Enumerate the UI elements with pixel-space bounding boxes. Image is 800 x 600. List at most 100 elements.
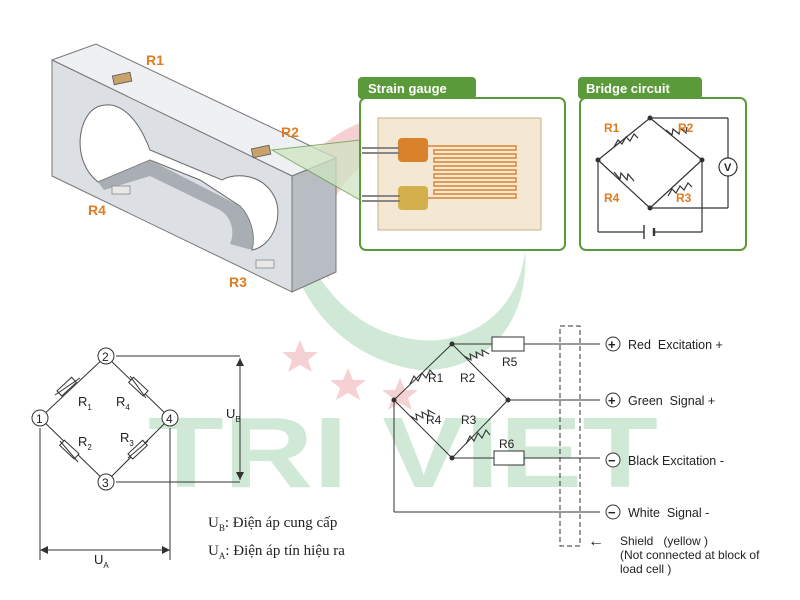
- wiring-resistor-r5: [491, 336, 525, 352]
- diamond-node-1-label: 1: [36, 412, 43, 426]
- wiring-resistor-r1: [409, 368, 435, 385]
- bridge-panel-label-r4: R4: [604, 191, 620, 205]
- diamond-resistor-r2-variable: [59, 440, 79, 463]
- wiring-node-right: [505, 397, 511, 403]
- load-cell-label-r4: R4: [88, 202, 106, 218]
- voltage-legend: UB: Điện áp cung cấp UA: Điện áp tín hiệ…: [208, 515, 345, 561]
- load-cell-hole: [79, 104, 279, 251]
- terminal-symbol: +: [608, 337, 616, 352]
- wiring-label-r3: R3: [461, 413, 477, 427]
- wiring-resistor-r3: [465, 428, 491, 445]
- strain-gauge-r4-pad: [111, 185, 131, 195]
- strain-gauge-solder-tab-bottom: [398, 186, 428, 210]
- watermark-text: TRI VIET: [148, 397, 658, 509]
- terminal-red-excitation: + Red Excitation +: [605, 336, 723, 352]
- ua-arrow-right: [162, 546, 170, 554]
- ua-arrow-left: [40, 546, 48, 554]
- diamond-bridge: 1 2 3 4 R1 R4 R2 R3 UB UA: [31, 347, 244, 570]
- wiring-label-r1: R1: [428, 371, 444, 385]
- wiring-resistor-r4: [409, 408, 436, 422]
- shield-note-line-3: load cell ): [620, 562, 671, 576]
- bridge-panel-label-r3: R3: [676, 191, 692, 205]
- strain-gauge-r2-pad: [250, 144, 272, 159]
- bridge-panel-resistor-r1: [613, 133, 639, 148]
- strain-gauge-panel: Strain gauge: [358, 77, 566, 251]
- bridge-panel-label-r1: R1: [604, 121, 620, 135]
- ub-arrow-top: [236, 358, 244, 366]
- bridge-panel-resistor-r3: [667, 182, 693, 197]
- diamond-label-r3: R3: [120, 430, 134, 448]
- diamond-node-1: [31, 409, 49, 427]
- voltmeter-label: V: [724, 162, 732, 174]
- shield-note-line-2: (Not connected at block of: [620, 548, 760, 562]
- terminal-plus-icon: [605, 336, 621, 352]
- bridge-panel-label-r2: R2: [678, 121, 694, 135]
- terminal-label: White Signal -: [628, 506, 709, 520]
- shield-note-line-1: Shield (yellow ): [620, 534, 708, 548]
- strain-gauge-grid: [428, 145, 517, 199]
- bridge-panel-title: Bridge circuit: [586, 81, 670, 96]
- bridge-panel-title-bg: [578, 77, 702, 99]
- strain-gauge-solder-tab-top: [398, 138, 428, 162]
- bridge-panel-node-top: [647, 115, 653, 121]
- diamond-node-4-label: 4: [166, 412, 173, 426]
- strain-gauge-r3-pad: [255, 259, 275, 269]
- legend-ub-line: UB: Điện áp cung cấp: [208, 515, 337, 533]
- wiring-node-left: [391, 397, 397, 403]
- diamond-node-3-label: 3: [102, 476, 109, 490]
- diamond-label-r4: R4: [116, 394, 130, 412]
- bridge-panel-node-right: [699, 157, 705, 163]
- diamond-resistor-r4-variable: [129, 375, 147, 399]
- terminal-green-signal: + Green Signal +: [605, 392, 715, 408]
- bridge-panel-node-bottom: [647, 205, 653, 211]
- wiring-label-r6: R6: [499, 437, 515, 451]
- watermark-logo: TRI VIET: [148, 111, 658, 509]
- watermark-green-leaf: [284, 200, 526, 371]
- terminal-white-signal: − White Signal -: [605, 504, 709, 520]
- bridge-circuit-panel: Bridge circuit V R1 R2 R4 R3: [578, 77, 747, 251]
- load-cell-label-r1: R1: [146, 52, 164, 68]
- diamond-label-ub: UB: [226, 406, 241, 424]
- strain-gauge-panel-title-bg: [358, 77, 476, 99]
- diamond-node-3: [97, 473, 115, 491]
- wiring-resistor-r6: [493, 450, 525, 466]
- wiring-node-top: [449, 341, 455, 347]
- diamond-resistor-r1-variable: [54, 377, 81, 396]
- terminal-label: Green Signal +: [628, 394, 715, 408]
- diamond-node-2-label: 2: [102, 350, 109, 364]
- terminal-symbol: +: [608, 393, 616, 408]
- diamond-label-r2: R2: [78, 434, 92, 452]
- ub-arrow-bottom: [236, 472, 244, 480]
- wiring-bridge-wires: [393, 343, 600, 513]
- shield-dashed-box: [559, 325, 581, 547]
- load-cell-illustration: R1 R2 R4 R3: [50, 43, 361, 293]
- terminal-black-excitation: − Black Excitation -: [605, 452, 724, 468]
- load-cell-label-r2: R2: [281, 124, 299, 140]
- strain-gauge-panel-title: Strain gauge: [368, 81, 447, 96]
- wiring-node-bottom: [449, 455, 455, 461]
- watermark-red-star-2: [330, 368, 366, 400]
- bridge-panel-resistor-r2: [665, 126, 688, 137]
- diamond-node-2: [97, 347, 115, 365]
- shield-arrow-icon: ←: [588, 533, 604, 550]
- terminal-minus-icon: [605, 452, 621, 468]
- wiring-diagram: R1 R2 R4 R3 R5 R6 + Red Excitation + + G…: [391, 325, 760, 576]
- diamond-label-ua: UA: [94, 552, 109, 570]
- bridge-panel-resistor-r4: [613, 171, 635, 182]
- load-cell-label-r3: R3: [229, 274, 247, 290]
- terminal-minus-icon: [605, 504, 621, 520]
- wiring-label-r2: R2: [460, 371, 476, 385]
- terminal-plus-icon: [605, 392, 621, 408]
- bridge-panel-node-left: [595, 157, 601, 163]
- load-cell-hole-shadow: [98, 160, 254, 250]
- terminal-symbol: −: [608, 453, 616, 468]
- terminal-symbol: −: [608, 505, 616, 520]
- wiring-resistor-r2: [463, 348, 490, 362]
- wiring-label-r4: R4: [426, 413, 442, 427]
- diamond-resistor-r3-variable: [127, 440, 149, 459]
- shield-note: ← Shield (yellow ) (Not connected at blo…: [588, 533, 760, 576]
- diamond-node-4: [161, 409, 179, 427]
- watermark-red-star-1: [282, 340, 318, 372]
